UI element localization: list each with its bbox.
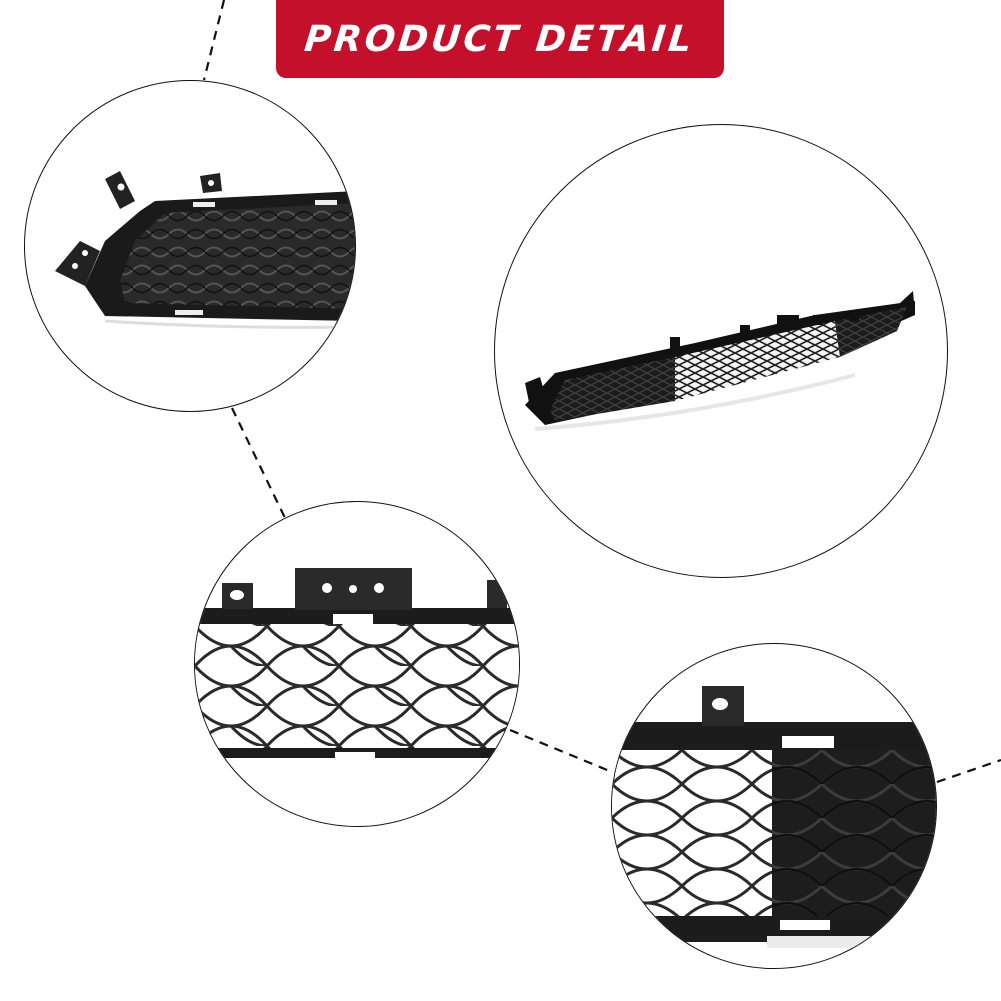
grille-corner-image	[55, 171, 355, 329]
product-detail-banner: PRODUCT DETAIL	[276, 0, 724, 78]
full-grille-image	[525, 291, 915, 431]
detail-circle-corner	[24, 80, 356, 412]
detail-circle-full-grille	[494, 124, 948, 578]
detail-circle-mounting-tab	[194, 501, 520, 827]
mesh-transition-image	[612, 686, 936, 948]
banner-title: PRODUCT DETAIL	[302, 18, 697, 60]
detail-circle-mesh-transition	[611, 643, 937, 969]
mounting-tab-mesh-image	[195, 568, 519, 760]
